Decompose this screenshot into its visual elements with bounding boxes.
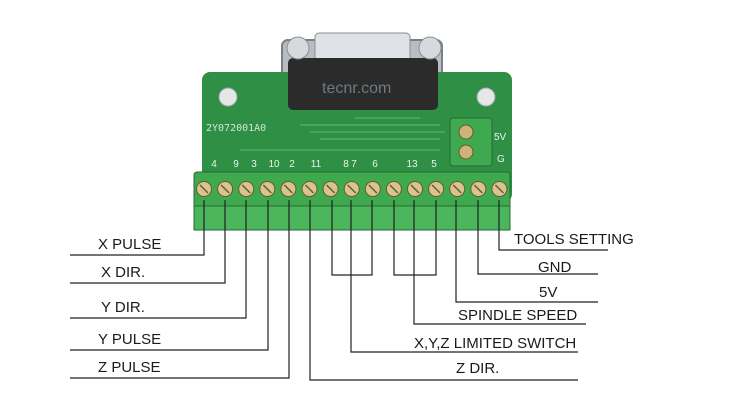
db-screw-left <box>286 36 310 60</box>
label-spindle-speed: SPINDLE SPEED <box>458 307 578 324</box>
terminal-screw-slot <box>241 184 251 194</box>
terminal-screw-slot <box>220 184 230 194</box>
mount-hole-left <box>218 87 238 107</box>
label-limited-switch: X,Y,Z LIMITED SWITCH <box>414 335 577 352</box>
leader-lines <box>70 200 608 381</box>
label-z-dir: Z DIR. <box>456 360 500 377</box>
label-tools-setting: TOOLS SETTING <box>514 231 634 248</box>
terminal-block-lower <box>193 205 511 231</box>
board-id-silkscreen: 2Y072001A0 <box>206 123 267 134</box>
pin-number-label: 5 <box>431 159 437 170</box>
db-screw-right <box>418 36 442 60</box>
board-label-5v: 5V <box>494 132 507 143</box>
pin-number-label: 9 <box>233 159 239 170</box>
board-label-g: G <box>497 154 505 165</box>
terminal-screw-slot <box>304 184 315 194</box>
pin-number-label: 4 <box>211 159 217 170</box>
pin-number-label: 13 <box>406 159 418 170</box>
terminal-screw-slot <box>199 184 209 194</box>
terminal-screw-slot <box>494 184 504 194</box>
pin-number-label: 8 <box>343 159 349 170</box>
power-terminal-block <box>449 117 493 167</box>
terminal-screw-slot <box>473 184 483 194</box>
label-x-pulse: X PULSE <box>98 236 162 253</box>
label-y-dir: Y DIR. <box>101 299 145 316</box>
label-x-dir: X DIR. <box>101 264 146 281</box>
terminal-screw-slot <box>326 184 336 194</box>
terminal-screw-slot <box>431 184 441 194</box>
terminal-screw-slot <box>262 184 272 194</box>
terminal-screw-slot <box>410 184 420 194</box>
db-connector-front <box>288 64 438 110</box>
label-gnd: GND <box>538 259 572 276</box>
pin-number-label: 2 <box>289 159 295 170</box>
pin-number-label: 7 <box>351 159 357 170</box>
label-z-pulse: Z PULSE <box>98 359 161 376</box>
pin-number-label: 11 <box>311 159 322 170</box>
label-y-pulse: Y PULSE <box>98 331 162 348</box>
terminal-screw-slot <box>283 184 293 194</box>
power-terminal-screw-2 <box>458 144 474 160</box>
terminal-screw-slot <box>452 184 462 194</box>
label-5v: 5V <box>539 284 558 301</box>
pin-number-label: 10 <box>268 159 280 170</box>
terminal-screw-slot <box>368 184 378 194</box>
pin-number-label: 6 <box>372 159 378 170</box>
pcb-traces <box>240 117 445 151</box>
terminal-screw-slot <box>347 184 357 194</box>
mount-hole-right <box>476 87 496 107</box>
terminal-screw-slot <box>389 184 399 194</box>
pin-number-label: 3 <box>251 159 257 170</box>
watermark: tecnr.com <box>322 80 392 97</box>
power-terminal-screw-1 <box>458 124 474 140</box>
